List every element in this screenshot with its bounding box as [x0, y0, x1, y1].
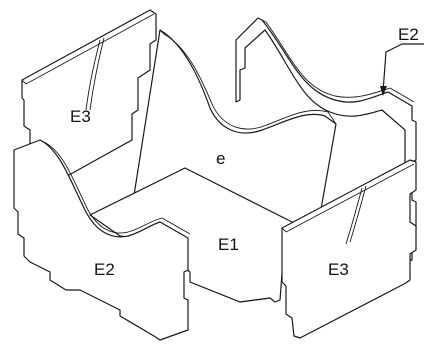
label-back-right-e2: E2	[398, 25, 419, 44]
back-left-panel	[21, 9, 157, 181]
label-front-right-e3: E3	[328, 260, 349, 279]
label-front-left-e2: E2	[94, 260, 115, 279]
label-base-e1: E1	[218, 235, 239, 254]
front-left-panel	[13, 139, 191, 341]
label-back-left-e3: E3	[70, 107, 91, 126]
front-right-panel	[281, 159, 417, 339]
e2-leader	[380, 43, 424, 96]
label-inner-e: e	[216, 149, 225, 168]
